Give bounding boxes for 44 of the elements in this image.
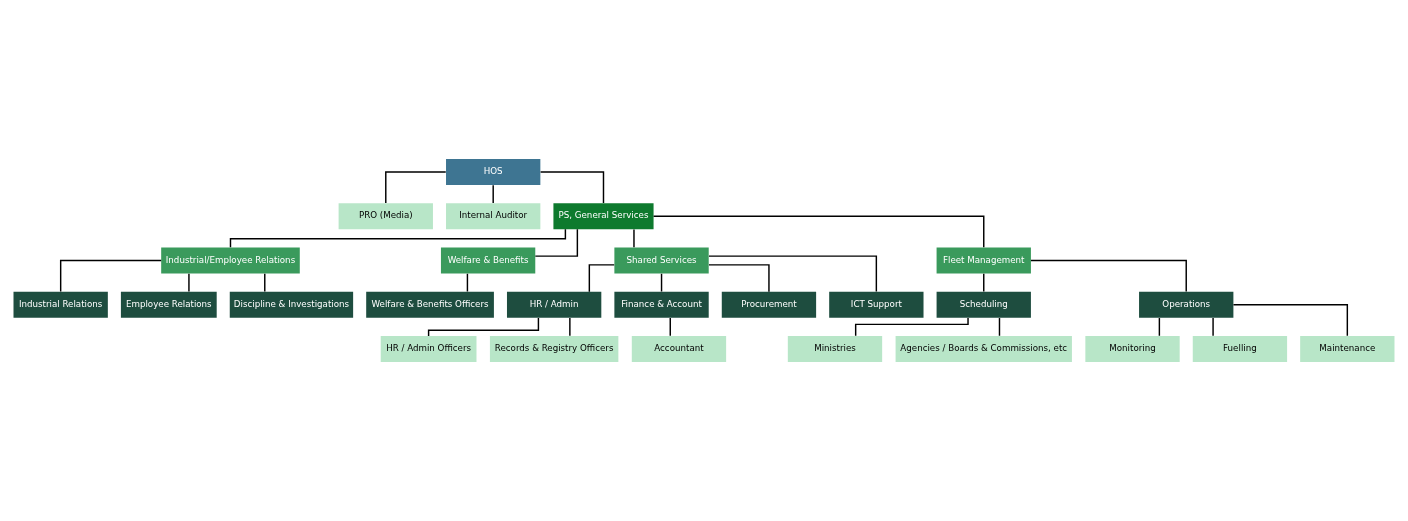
node-box: Scheduling: [936, 291, 1031, 318]
node-box: Discipline & Investigations: [229, 291, 354, 318]
connector: [1232, 304, 1349, 337]
connector: [633, 228, 635, 248]
node-box: Agencies / Boards & Commissions, etc: [895, 335, 1072, 363]
node-box: Ministries: [787, 335, 883, 363]
connector: [427, 317, 540, 337]
connector: [854, 317, 969, 337]
node-box: Operations: [1139, 291, 1234, 318]
node-box: PS, General Services: [553, 203, 654, 230]
node-box: Welfare & Benefits Officers: [366, 291, 494, 318]
connector: [188, 273, 190, 293]
node-box: Industrial Relations: [13, 291, 108, 318]
node-box: Records & Registry Officers: [489, 335, 619, 363]
connector: [534, 228, 579, 257]
connector: [652, 215, 985, 248]
node-box: Accountant: [631, 335, 727, 363]
connector: [59, 259, 162, 293]
node-box: Procurement: [721, 291, 817, 318]
node-box: PRO (Media): [338, 203, 433, 230]
connector: [708, 255, 878, 293]
node-box: ICT Support: [829, 291, 924, 318]
node-box: Maintenance: [1300, 335, 1395, 363]
connector: [539, 171, 605, 204]
connector: [385, 171, 447, 204]
node-box: Employee Relations: [120, 291, 217, 318]
connector: [1212, 317, 1214, 337]
node-box: Shared Services: [614, 247, 709, 274]
node-box: HR / Admin: [506, 291, 602, 318]
node-box: Monitoring: [1085, 335, 1180, 363]
connector: [569, 317, 571, 337]
connector: [708, 264, 770, 293]
node-box: Fuelling: [1192, 335, 1288, 363]
connector: [1030, 259, 1187, 293]
node-box: Finance & Account: [614, 291, 709, 318]
connector: [492, 184, 494, 204]
node-box: HR / Admin Officers: [380, 335, 477, 363]
node-box: HOS: [446, 158, 541, 186]
connector: [229, 228, 567, 249]
node-box: Fleet Management: [936, 247, 1031, 274]
node-box: Internal Auditor: [446, 203, 541, 230]
connector: [588, 264, 615, 293]
node-box: Welfare & Benefits: [440, 247, 536, 274]
node-box: Industrial/Employee Relations: [161, 247, 300, 274]
